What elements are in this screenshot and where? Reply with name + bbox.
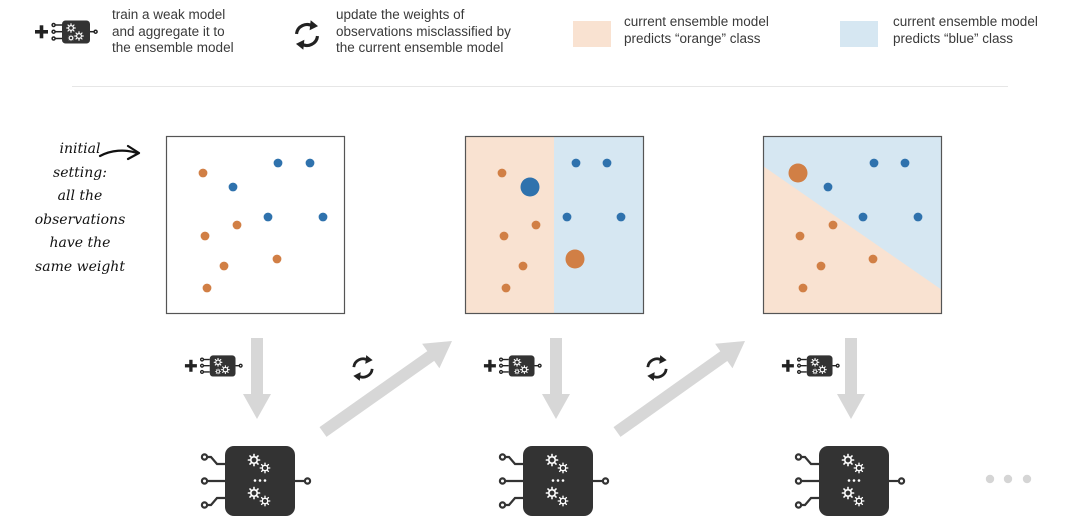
- legend-refresh-icon: [294, 20, 320, 50]
- blue-observation: [858, 212, 868, 222]
- panel-initial: [165, 135, 346, 315]
- down-arrow: [837, 338, 865, 419]
- legend-divider: [72, 86, 1008, 87]
- blue-observation: [900, 158, 910, 168]
- legend-train-text: train a weak model and aggregate it to t…: [112, 7, 234, 55]
- blue-observation: [823, 182, 833, 192]
- orange-observation: [828, 220, 838, 230]
- blue-observation: [305, 158, 315, 168]
- annotation-arrow: [98, 144, 141, 161]
- ellipsis-dot: [985, 474, 995, 484]
- blue-observation: [318, 212, 328, 222]
- orange-observation: [531, 220, 541, 230]
- orange-observation: [497, 168, 507, 178]
- panel-after-second-model: [762, 135, 943, 315]
- orange-observation: [272, 254, 282, 264]
- blue-region: [554, 136, 644, 314]
- plus-model-icon: [781, 355, 840, 377]
- plus-model-icon: [483, 355, 542, 377]
- orange-observation: [499, 231, 509, 241]
- blue-observation: [273, 158, 283, 168]
- orange-observation: [232, 220, 242, 230]
- orange-observation: [202, 283, 212, 293]
- legend-orange-swatch: [573, 21, 611, 47]
- orange-observation-upweighted: [788, 163, 808, 183]
- weak-model-icon: [200, 446, 312, 516]
- blue-observation: [602, 158, 612, 168]
- refresh-icon: [646, 355, 668, 381]
- orange-observation: [200, 231, 210, 241]
- blue-region: [763, 136, 942, 290]
- weak-model-icon: [794, 446, 906, 516]
- ellipsis-dot: [1003, 474, 1013, 484]
- orange-observation: [219, 261, 229, 271]
- blue-observation: [571, 158, 581, 168]
- orange-observation: [501, 283, 511, 293]
- diagonal-arrow: [613, 341, 745, 437]
- legend-orange-text: current ensemble model predicts “orange”…: [624, 14, 769, 46]
- down-arrow: [542, 338, 570, 419]
- initial-setting-annotation: initial setting: all the observations ha…: [34, 141, 126, 275]
- orange-observation-upweighted: [565, 249, 585, 269]
- orange-observation: [795, 231, 805, 241]
- blue-observation: [562, 212, 572, 222]
- orange-observation: [518, 261, 528, 271]
- plus-model-icon: [35, 20, 98, 44]
- blue-observation: [616, 212, 626, 222]
- blue-observation: [869, 158, 879, 168]
- diagonal-arrow: [319, 341, 452, 437]
- weak-model-icon: [498, 446, 610, 516]
- orange-observation: [868, 254, 878, 264]
- panel-frame: [762, 135, 943, 315]
- plus-model-icon: [184, 355, 243, 377]
- ellipsis-dot: [1022, 474, 1032, 484]
- blue-observation-upweighted: [520, 177, 540, 197]
- panel-after-first-model: [464, 135, 645, 315]
- panel-frame: [165, 135, 346, 315]
- legend-update-text: update the weights of observations miscl…: [336, 7, 511, 55]
- refresh-icon: [352, 355, 374, 381]
- legend-blue-text: current ensemble model predicts “blue” c…: [893, 14, 1038, 46]
- ellipsis-icon: [985, 474, 1032, 484]
- orange-observation: [798, 283, 808, 293]
- down-arrow: [243, 338, 271, 419]
- orange-observation: [816, 261, 826, 271]
- refresh-icon: [294, 20, 320, 50]
- panel-frame: [464, 135, 645, 315]
- orange-observation: [198, 168, 208, 178]
- blue-observation: [263, 212, 273, 222]
- blue-observation: [913, 212, 923, 222]
- legend-blue-swatch: [840, 21, 878, 47]
- blue-observation: [228, 182, 238, 192]
- legend-plus-model-icon: [35, 20, 98, 44]
